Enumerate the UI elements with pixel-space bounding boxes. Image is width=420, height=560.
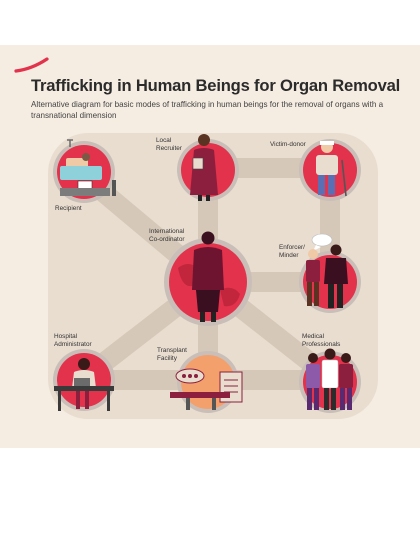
label-international-coordinator: International Co-ordinator bbox=[149, 228, 185, 243]
page-subtitle: Alternative diagram for basic modes of t… bbox=[31, 100, 384, 120]
node-medical-professionals bbox=[299, 348, 361, 413]
label-victim-donor: Victim-donor bbox=[270, 141, 306, 148]
label-enforcer-minder: Enforcer/ Minder bbox=[279, 244, 305, 259]
node-local-recruiter bbox=[177, 134, 239, 201]
accent-swoosh bbox=[14, 57, 49, 73]
node-victim-donor bbox=[299, 139, 361, 201]
label-local-recruiter: Local Recruiter bbox=[156, 137, 182, 152]
node-enforcer-minder bbox=[299, 233, 361, 313]
node-hospital-administrator bbox=[53, 349, 115, 411]
label-transplant-facility: Transplant Facility bbox=[157, 347, 187, 362]
node-recipient bbox=[53, 139, 116, 203]
label-hospital-administrator: Hospital Administrator bbox=[54, 333, 92, 348]
label-recipient: Recipient bbox=[55, 205, 82, 212]
page-title: Trafficking in Human Beings for Organ Re… bbox=[31, 76, 401, 95]
node-international-coordinator bbox=[164, 231, 252, 326]
label-medical-professionals: Medical Professionals bbox=[302, 333, 341, 348]
node-transplant-facility bbox=[170, 351, 243, 413]
